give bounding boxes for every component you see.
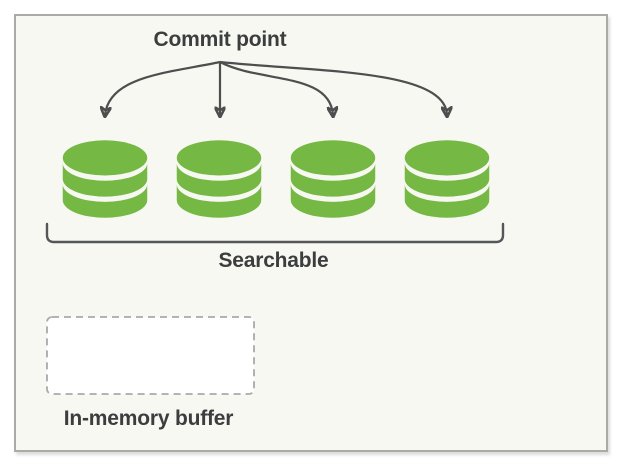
in-memory-buffer-label: In-memory buffer: [63, 407, 234, 430]
commit-point-arrows: [16, 60, 610, 156]
in-memory-buffer-box: [46, 316, 255, 395]
commit-arrow-4: [219, 60, 447, 115]
database-segment-icon: [62, 140, 148, 218]
segments-row: [61, 140, 491, 218]
database-segment-icon: [176, 140, 262, 218]
commit-arrow-1: [105, 60, 221, 115]
database-segment-icon: [290, 140, 376, 218]
database-segment-icon: [404, 140, 490, 218]
searchable-label: Searchable: [218, 249, 329, 272]
diagram-panel: Commit point: [14, 14, 608, 452]
commit-arrow-3: [219, 61, 333, 115]
searchable-bracket: [45, 222, 505, 244]
commit-point-label: Commit point: [153, 28, 287, 51]
